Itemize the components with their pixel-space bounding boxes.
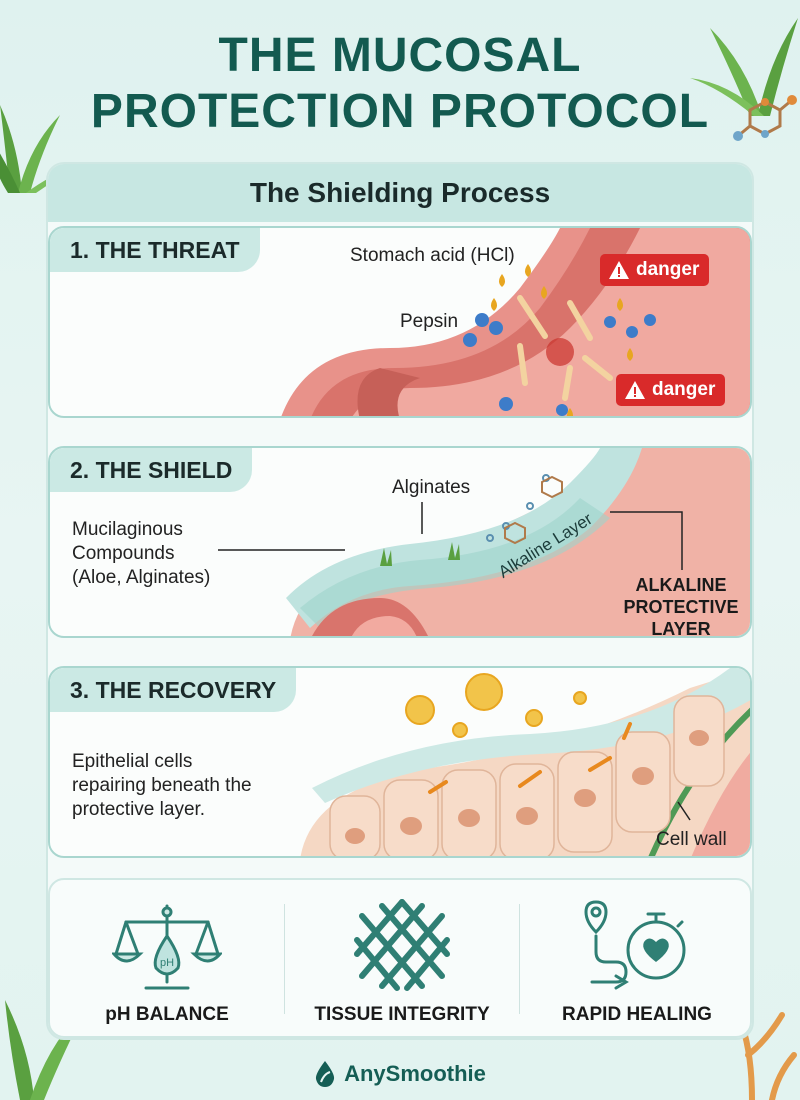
stage-shield: 2. THE SHIELD Mucilaginous Compounds (Al…	[48, 446, 752, 638]
alkaline-line-2: PROTECTIVE	[623, 597, 739, 617]
danger-badge-1: danger	[600, 254, 710, 286]
benefit-rapid-healing: RAPID HEALING	[520, 880, 754, 1040]
benefit-tissue-integrity: TISSUE INTEGRITY	[285, 880, 519, 1040]
scale-icon: pH	[112, 904, 222, 990]
process-header: The Shielding Process	[48, 164, 752, 222]
aloe-top-right-decoration	[690, 18, 798, 116]
title-line-2: PROTECTION PROTOCOL	[90, 85, 710, 138]
benefit-ph-balance: pH pH BALANCE	[50, 880, 284, 1040]
recovery-description: Epithelial cells repairing beneath the p…	[72, 750, 252, 822]
stage-label-recovery: 3. THE RECOVERY	[50, 668, 297, 712]
brand-name: AnySmoothie	[344, 1061, 486, 1086]
epithelial-recovery-illustration	[300, 668, 750, 856]
stage-threat: 1. THE THREAT Stomach acid (HCl) Pepsin …	[48, 226, 752, 418]
benefit-label-rapid-healing: RAPID HEALING	[562, 1004, 712, 1025]
danger-label-1: danger	[636, 259, 700, 280]
warning-icon	[625, 381, 645, 399]
molecule-decoration	[733, 95, 797, 141]
alkaline-line-1: ALKALINE	[635, 575, 727, 595]
page-title: THE MUCOSAL PROTECTION PROTOCOL	[0, 28, 800, 140]
stomach-acid-label: Stomach acid (HCl)	[350, 245, 515, 266]
stage-label-threat: 1. THE THREAT	[50, 228, 260, 272]
title-line-1: THE MUCOSAL	[218, 29, 582, 82]
benefit-divider-2	[519, 904, 520, 1014]
stage-label-shield: 2. THE SHIELD	[50, 448, 253, 492]
compounds-line-2: Compounds	[72, 543, 175, 564]
drop-leaf-icon	[316, 1061, 335, 1087]
benefit-label-tissue-integrity: TISSUE INTEGRITY	[314, 1004, 490, 1025]
mucilaginous-compounds-label: Mucilaginous Compounds (Aloe, Alginates)	[72, 518, 210, 590]
danger-badge-2: danger	[616, 374, 726, 406]
danger-label-2: danger	[652, 379, 716, 400]
stopwatch-heart-icon	[584, 900, 686, 990]
stomach-shield-illustration	[218, 448, 750, 636]
cell-wall-label: Cell wall	[656, 829, 727, 850]
alkaline-protective-layer-label: ALKALINE PROTECTIVE LAYER	[606, 574, 750, 638]
benefits-panel: pH pH BALANCE TISSUE INTEGRITY	[48, 878, 752, 1038]
description-line-1: Epithelial cells	[72, 751, 193, 772]
benefit-label-ph-balance: pH BALANCE	[105, 1004, 229, 1025]
warning-icon	[609, 261, 629, 279]
mesh-icon	[354, 899, 450, 991]
compounds-line-3: (Aloe, Alginates)	[72, 567, 211, 588]
benefit-divider-1	[284, 904, 285, 1014]
alginates-label: Alginates	[392, 477, 471, 498]
brand-footer: AnySmoothie	[0, 1058, 800, 1090]
description-line-2: repairing beneath the	[72, 775, 252, 796]
ph-icon-text: pH	[160, 957, 174, 969]
compounds-line-1: Mucilaginous	[72, 519, 183, 540]
alkaline-line-3: LAYER	[651, 619, 711, 638]
pepsin-label: Pepsin	[400, 311, 459, 332]
description-line-3: protective layer.	[72, 799, 206, 820]
stage-recovery: 3. THE RECOVERY Epithelial cells repairi…	[48, 666, 752, 858]
